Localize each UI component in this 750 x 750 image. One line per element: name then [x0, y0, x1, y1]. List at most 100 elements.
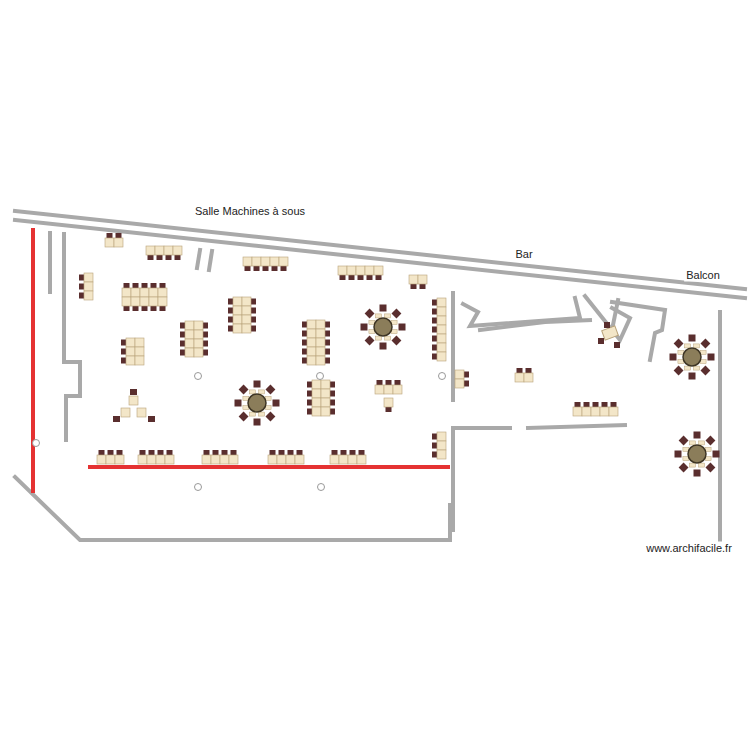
table — [220, 455, 229, 464]
table — [84, 291, 93, 300]
chair — [330, 409, 335, 415]
chair — [391, 309, 401, 319]
chair — [151, 283, 157, 288]
table — [194, 321, 203, 330]
chair — [142, 306, 148, 311]
chair — [359, 450, 365, 455]
chair — [117, 450, 123, 455]
chair — [222, 450, 228, 455]
table-top — [688, 445, 706, 463]
table — [365, 266, 374, 275]
table — [135, 338, 144, 347]
table — [114, 238, 123, 247]
table — [194, 339, 203, 348]
table — [105, 238, 114, 247]
table — [140, 297, 149, 306]
chair — [180, 323, 185, 329]
chair — [254, 419, 261, 426]
chair — [108, 450, 114, 455]
chair — [325, 358, 330, 364]
chair — [395, 380, 401, 385]
chair — [158, 450, 164, 455]
seat-card — [375, 336, 381, 340]
chair — [180, 332, 185, 338]
table — [121, 408, 130, 417]
wall — [451, 293, 455, 400]
walls — [15, 211, 745, 545]
chair — [325, 322, 330, 328]
table — [147, 455, 156, 464]
table — [286, 455, 295, 464]
table — [515, 373, 524, 382]
table — [307, 356, 316, 365]
table — [312, 398, 321, 407]
chair — [325, 349, 330, 355]
chair — [611, 402, 617, 407]
table — [375, 385, 384, 394]
chair — [679, 462, 689, 472]
table — [437, 432, 446, 441]
table — [173, 246, 182, 255]
table — [602, 326, 619, 340]
table — [146, 246, 155, 255]
table — [316, 356, 325, 365]
chair — [330, 382, 335, 388]
chair — [307, 382, 312, 388]
table — [137, 408, 146, 417]
table — [437, 325, 446, 334]
table — [243, 257, 252, 266]
seat-card — [375, 314, 381, 318]
table — [185, 321, 194, 330]
chair — [575, 402, 581, 407]
chair — [251, 308, 256, 314]
table — [242, 315, 251, 324]
chair — [251, 299, 256, 305]
table — [295, 455, 304, 464]
chair — [288, 450, 294, 455]
chair — [332, 450, 338, 455]
chair — [432, 434, 437, 440]
chair — [99, 450, 105, 455]
chair — [235, 400, 242, 407]
table — [202, 455, 211, 464]
chair — [302, 358, 307, 364]
table — [140, 288, 149, 297]
round-table — [361, 305, 406, 350]
table — [321, 389, 330, 398]
table — [97, 455, 106, 464]
table — [270, 257, 279, 266]
chair — [245, 266, 251, 271]
table — [211, 455, 220, 464]
room-name: Salle Machines à sous — [193, 205, 307, 218]
table — [321, 380, 330, 389]
table — [242, 297, 251, 306]
table — [233, 306, 242, 315]
table — [158, 297, 167, 306]
pillar — [317, 373, 324, 380]
chair — [307, 409, 312, 415]
table — [600, 407, 609, 416]
table — [307, 320, 316, 329]
chair — [203, 341, 208, 347]
chair — [180, 341, 185, 347]
chair — [302, 322, 307, 328]
furniture — [33, 233, 720, 491]
chair — [148, 416, 155, 422]
table — [135, 347, 144, 356]
round-table — [675, 432, 720, 477]
chair — [330, 391, 335, 397]
table — [126, 347, 135, 356]
table — [437, 343, 446, 352]
seat-card — [249, 412, 255, 416]
table — [384, 398, 393, 407]
table — [524, 373, 533, 382]
seat-card — [684, 344, 690, 348]
chair — [160, 283, 166, 288]
chair — [386, 407, 392, 412]
chair — [584, 402, 590, 407]
wall — [15, 477, 450, 540]
chair — [203, 323, 208, 329]
seat-card — [249, 390, 255, 394]
seat-card — [259, 390, 265, 394]
